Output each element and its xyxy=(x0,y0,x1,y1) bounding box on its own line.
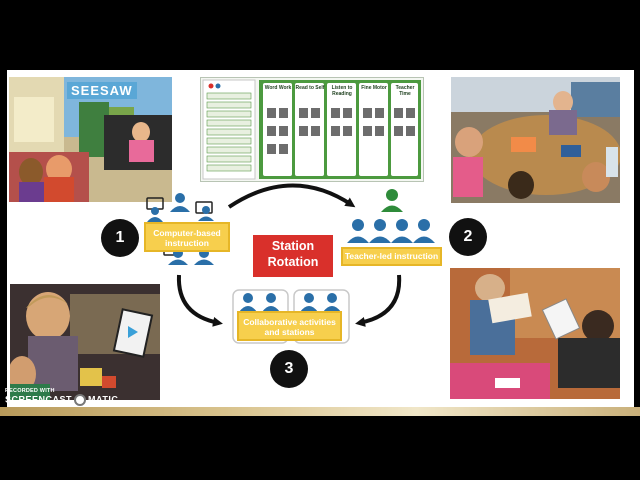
station-board-screenshot: Word Work Read to Self Listen to Reading… xyxy=(200,77,424,182)
slide: SEESAW xyxy=(7,70,634,407)
teacher-group-icon xyxy=(347,189,435,243)
watermark-recorded-with: RECORDED WITH xyxy=(5,388,55,394)
station-3-number-badge: 3 xyxy=(270,350,308,388)
board-col-word-work: Word Work xyxy=(264,85,292,91)
station-2-label: Teacher-led instruction xyxy=(344,251,439,261)
station-1-number-badge: 1 xyxy=(101,219,139,257)
photo-kids-reading xyxy=(450,268,620,399)
board-col-read-to-self: Read to Self xyxy=(295,85,325,91)
record-dot-icon xyxy=(74,394,87,406)
board-col-teacher-time: Teacher Time xyxy=(395,85,415,97)
photo-seesaw-classroom: SEESAW xyxy=(9,77,172,202)
screencast-watermark: RECORDED WITH SCREENCAST MATIC xyxy=(5,388,118,406)
station-2-number-badge: 2 xyxy=(449,218,487,256)
station-3-label-line1: Collaborative activities xyxy=(243,317,336,327)
slide-bottom-band xyxy=(0,407,640,416)
station-rotation-line2: Rotation xyxy=(267,254,319,269)
watermark-matic: MATIC xyxy=(88,394,119,405)
watermark-screencast: SCREENCAST xyxy=(5,394,73,405)
station-rotation-title: Station Rotation xyxy=(253,235,333,277)
station-1-label-line1: Computer-based xyxy=(153,228,221,238)
station-2-label-box: Teacher-led instruction xyxy=(341,247,442,266)
board-col-listen: Listen to Reading xyxy=(331,85,353,97)
station-3-label-box: Collaborative activities and stations xyxy=(237,311,342,341)
station-1-label-line2: instruction xyxy=(165,238,209,248)
station-1-label-box: Computer-based instruction xyxy=(144,222,230,252)
station-rotation-line1: Station xyxy=(271,239,315,253)
board-col-fine-motor: Fine Motor xyxy=(361,85,387,91)
photo-teacher-table xyxy=(451,77,620,203)
station-3-label-line2: and stations xyxy=(264,327,315,337)
seesaw-sign: SEESAW xyxy=(67,82,137,99)
photo-boy-with-tablet xyxy=(10,284,160,400)
